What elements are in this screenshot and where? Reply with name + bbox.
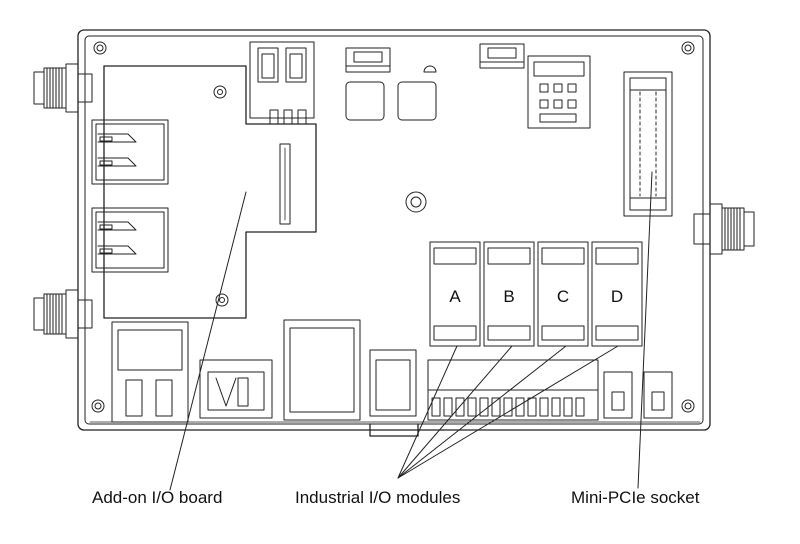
- led-indicators: [345, 65, 437, 121]
- module-slot-c: [537, 241, 589, 347]
- module-slot-b: [483, 241, 535, 347]
- ethernet-port-center: [283, 319, 361, 421]
- leader-line-mini-pcie-socket: [637, 171, 653, 489]
- leader-line-addon-io-board: [169, 191, 247, 491]
- mounting-hole: [405, 191, 427, 213]
- corner-screws: [91, 41, 695, 413]
- module-slot-a: [429, 241, 481, 347]
- module-slot-label: B: [503, 287, 514, 306]
- callout-industrial-io-modules: Industrial I/O modules: [295, 488, 461, 507]
- usb-port-left-lower: [91, 207, 169, 273]
- module-slot-d: [591, 241, 643, 347]
- leader-line-module-a: [397, 345, 458, 479]
- power-connector: [369, 349, 417, 417]
- antenna-connector-top-left: [33, 63, 93, 113]
- usb-port-bottom: [199, 359, 273, 419]
- micro-usb-top-2: [479, 43, 525, 69]
- sim-card-socket: [527, 55, 591, 129]
- switch-right: [643, 371, 673, 419]
- ethernet-port-left: [111, 321, 189, 423]
- antenna-connector-right: [693, 203, 755, 255]
- callout-addon-io-board: Add-on I/O board: [92, 488, 223, 507]
- antenna-connector-bottom-left: [33, 289, 93, 339]
- leader-lines: [169, 171, 653, 491]
- callout-mini-pcie-socket: Mini-PCIe socket: [571, 488, 700, 507]
- enclosure: [77, 29, 711, 437]
- module-slot-label: D: [611, 287, 623, 306]
- leader-line-module-b: [397, 345, 513, 479]
- usb-port-left-upper: [91, 119, 169, 185]
- terminal-block: [427, 359, 599, 421]
- module-slot-label: A: [449, 287, 461, 306]
- leader-line-module-d: [397, 345, 619, 479]
- module-slot-label: C: [557, 287, 569, 306]
- switch-left: [603, 371, 633, 419]
- leader-line-module-c: [397, 345, 567, 479]
- mini-pcie-socket: [623, 71, 673, 217]
- usb-port-top: [249, 41, 315, 125]
- micro-usb-top-1: [345, 47, 391, 73]
- addon-io-board: [103, 65, 317, 319]
